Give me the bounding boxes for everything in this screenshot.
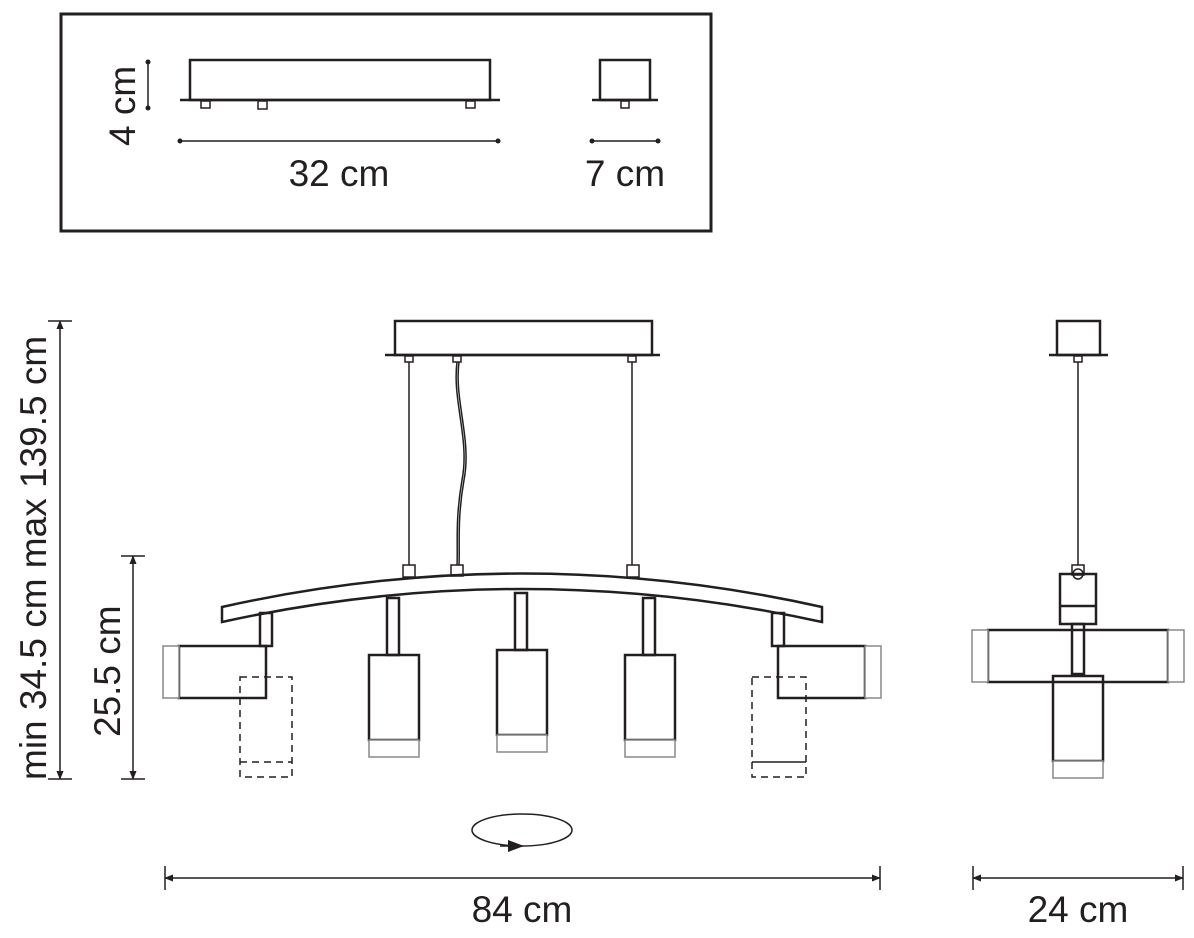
total-height-label: min 34.5 cm max 139.5 cm <box>13 336 54 780</box>
lamp-4 <box>623 653 677 758</box>
chandelier-front-view <box>162 319 882 852</box>
canopy-side-view <box>592 58 658 109</box>
canopy-detail-inset: 4 cm 32 cm 7 cm <box>59 12 713 233</box>
total-width-label: 24 cm <box>1028 889 1129 930</box>
canopy-length-label: 32 cm <box>289 153 390 194</box>
inset-frame <box>59 12 713 233</box>
lamp-height-label: 25.5 cm <box>87 605 128 737</box>
canopy-width-label: 7 cm <box>585 153 665 194</box>
total-length-label: 84 cm <box>472 889 573 930</box>
lamp-3 <box>495 648 549 753</box>
lamp-5-alt-position <box>751 676 807 778</box>
canopy-height-label: 4 cm <box>102 66 143 146</box>
rotate-arrow-icon <box>471 813 573 852</box>
lamp-5 <box>776 644 882 700</box>
lamp-1-alt-position <box>239 676 293 778</box>
lamp-1 <box>162 644 268 700</box>
chandelier-side-view <box>971 319 1185 779</box>
canopy-front-view <box>180 58 500 110</box>
lamp-2 <box>367 653 421 758</box>
